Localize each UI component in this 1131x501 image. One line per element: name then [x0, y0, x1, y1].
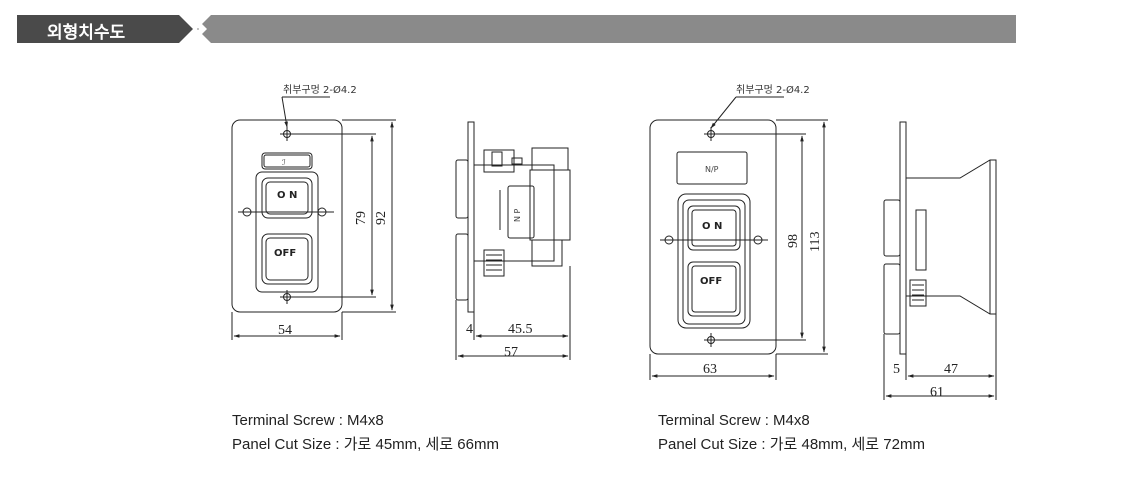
- section-title: 외형치수도: [47, 23, 126, 43]
- drawing1-panel-cut-size: Panel Cut Size : 가로 45mm, 세로 66mm: [232, 436, 499, 453]
- section-header: 외형치수도: [17, 15, 1016, 43]
- drawing2-dim-depth-body: 47: [944, 362, 958, 377]
- drawing2-terminal-screw: Terminal Screw : M4x8: [658, 412, 810, 429]
- drawing1-terminal-screw: Terminal Screw : M4x8: [232, 412, 384, 429]
- drawing2-on-label: O N: [702, 221, 722, 232]
- drawing2-front-view: 취부구멍 2-Ø4.2 O N OFF: [649, 84, 828, 380]
- drawing1-dim-depth-body: 45.5: [508, 322, 533, 337]
- drawing2-dim-width: 63: [703, 362, 717, 377]
- drawing2-np-label: N/P: [705, 165, 719, 174]
- drawing2-dim-flange: 5: [893, 362, 900, 377]
- drawing1-dim-height: 92: [374, 211, 389, 225]
- drawing1-np-label: N P: [513, 208, 522, 222]
- drawing1-on-label: O N: [277, 190, 297, 201]
- drawing2-dim-depth-total: 61: [930, 385, 944, 400]
- drawing1-hole-label: 취부구멍 2-Ø4.2: [283, 84, 357, 96]
- drawing2-dim-height: 113: [808, 232, 823, 252]
- drawing1-specs: Terminal Screw : M4x8 Panel Cut Size : 가…: [232, 409, 499, 457]
- drawing1-dim-width: 54: [278, 323, 292, 338]
- drawing2-hole-label: 취부구멍 2-Ø4.2: [736, 84, 810, 96]
- drawing1-dim-flange: 4: [466, 322, 473, 337]
- drawing1-dim-inner-height: 79: [354, 211, 369, 225]
- drawing1-off-label: OFF: [274, 248, 296, 259]
- drawing2-side-view: [883, 121, 997, 400]
- drawing2-panel-cut-size: Panel Cut Size : 가로 48mm, 세로 72mm: [658, 436, 925, 453]
- drawing2-dim-inner-height: 98: [786, 234, 801, 248]
- drawing1-side-view: [455, 121, 571, 360]
- drawing1-dim-depth-total: 57: [504, 345, 518, 360]
- drawing1-front-view: 취부구멍 2-Ø4.2 ℐ O N OFF: [231, 84, 396, 340]
- header-banner-shape: [17, 15, 1016, 43]
- drawing2-specs: Terminal Screw : M4x8 Panel Cut Size : 가…: [658, 409, 925, 457]
- svg-text:ℐ: ℐ: [282, 158, 286, 167]
- drawing2-off-label: OFF: [700, 276, 722, 287]
